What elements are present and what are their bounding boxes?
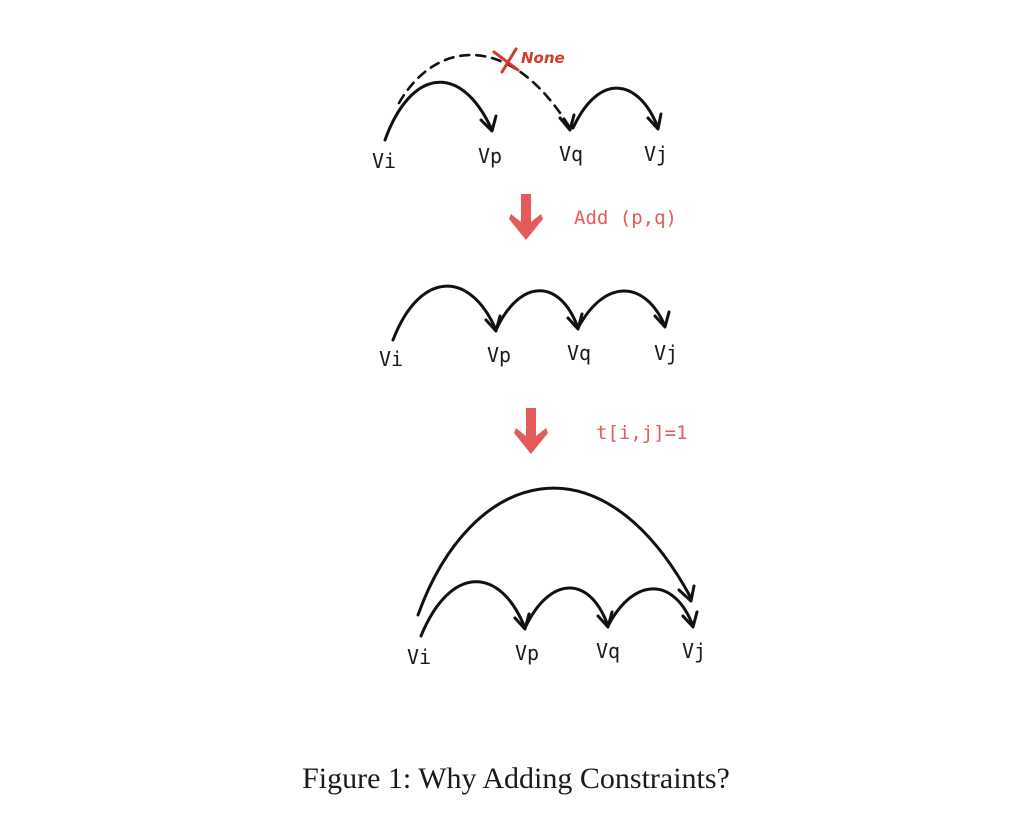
edge-vi-vp [391, 284, 498, 342]
edge-vq-vj-arrowhead [681, 610, 699, 629]
stage-2: Vi Vp Vq Vj [379, 284, 678, 371]
none-cross-icon [492, 47, 520, 74]
edge-vi-vp [419, 580, 527, 638]
stage-1: None Vi Vp Vq Vj [372, 47, 668, 173]
figure-caption: Figure 1: Why Adding Constraints? [302, 762, 730, 795]
stage-3: Vi Vp Vq Vj [407, 486, 706, 669]
edge-vi-vp-arrowhead [479, 114, 498, 133]
edge-vq-vj [571, 86, 660, 130]
node-vq: Vq [596, 639, 620, 663]
edge-vq-vj [606, 587, 695, 628]
edge-vq-vj-arrowhead [653, 310, 671, 329]
edge-vq-vj-arrowhead [646, 112, 663, 131]
node-vi: Vi [372, 149, 396, 173]
transition-label: t[i,j]=1 [596, 422, 688, 444]
node-vj: Vj [644, 142, 668, 166]
node-vj: Vj [654, 341, 678, 365]
down-arrow-icon [509, 194, 543, 240]
edge-vi-vq-missing [397, 53, 572, 130]
transition-label: Add (p,q) [574, 207, 677, 229]
edge-vi-vj-long [416, 486, 693, 617]
edge-vi-vj-long-arrowhead [677, 584, 696, 603]
node-vi: Vi [407, 645, 431, 669]
down-arrow-icon [514, 408, 548, 454]
node-vp: Vp [487, 343, 511, 367]
node-vq: Vq [559, 142, 583, 166]
transition-2: t[i,j]=1 [514, 408, 688, 454]
missing-edge-label: None [521, 49, 565, 67]
node-vj: Vj [682, 639, 706, 663]
edge-vp-vq [523, 586, 610, 630]
edge-vi-vq-missing-arrowhead [558, 113, 576, 132]
edge-vp-vq [494, 289, 580, 332]
node-vp: Vp [515, 641, 539, 665]
edge-vi-vp [383, 80, 494, 142]
node-vq: Vq [567, 341, 591, 365]
transition-1: Add (p,q) [509, 194, 677, 240]
edge-vq-vj [576, 289, 667, 330]
node-vp: Vp [478, 144, 502, 168]
node-vi: Vi [379, 347, 403, 371]
